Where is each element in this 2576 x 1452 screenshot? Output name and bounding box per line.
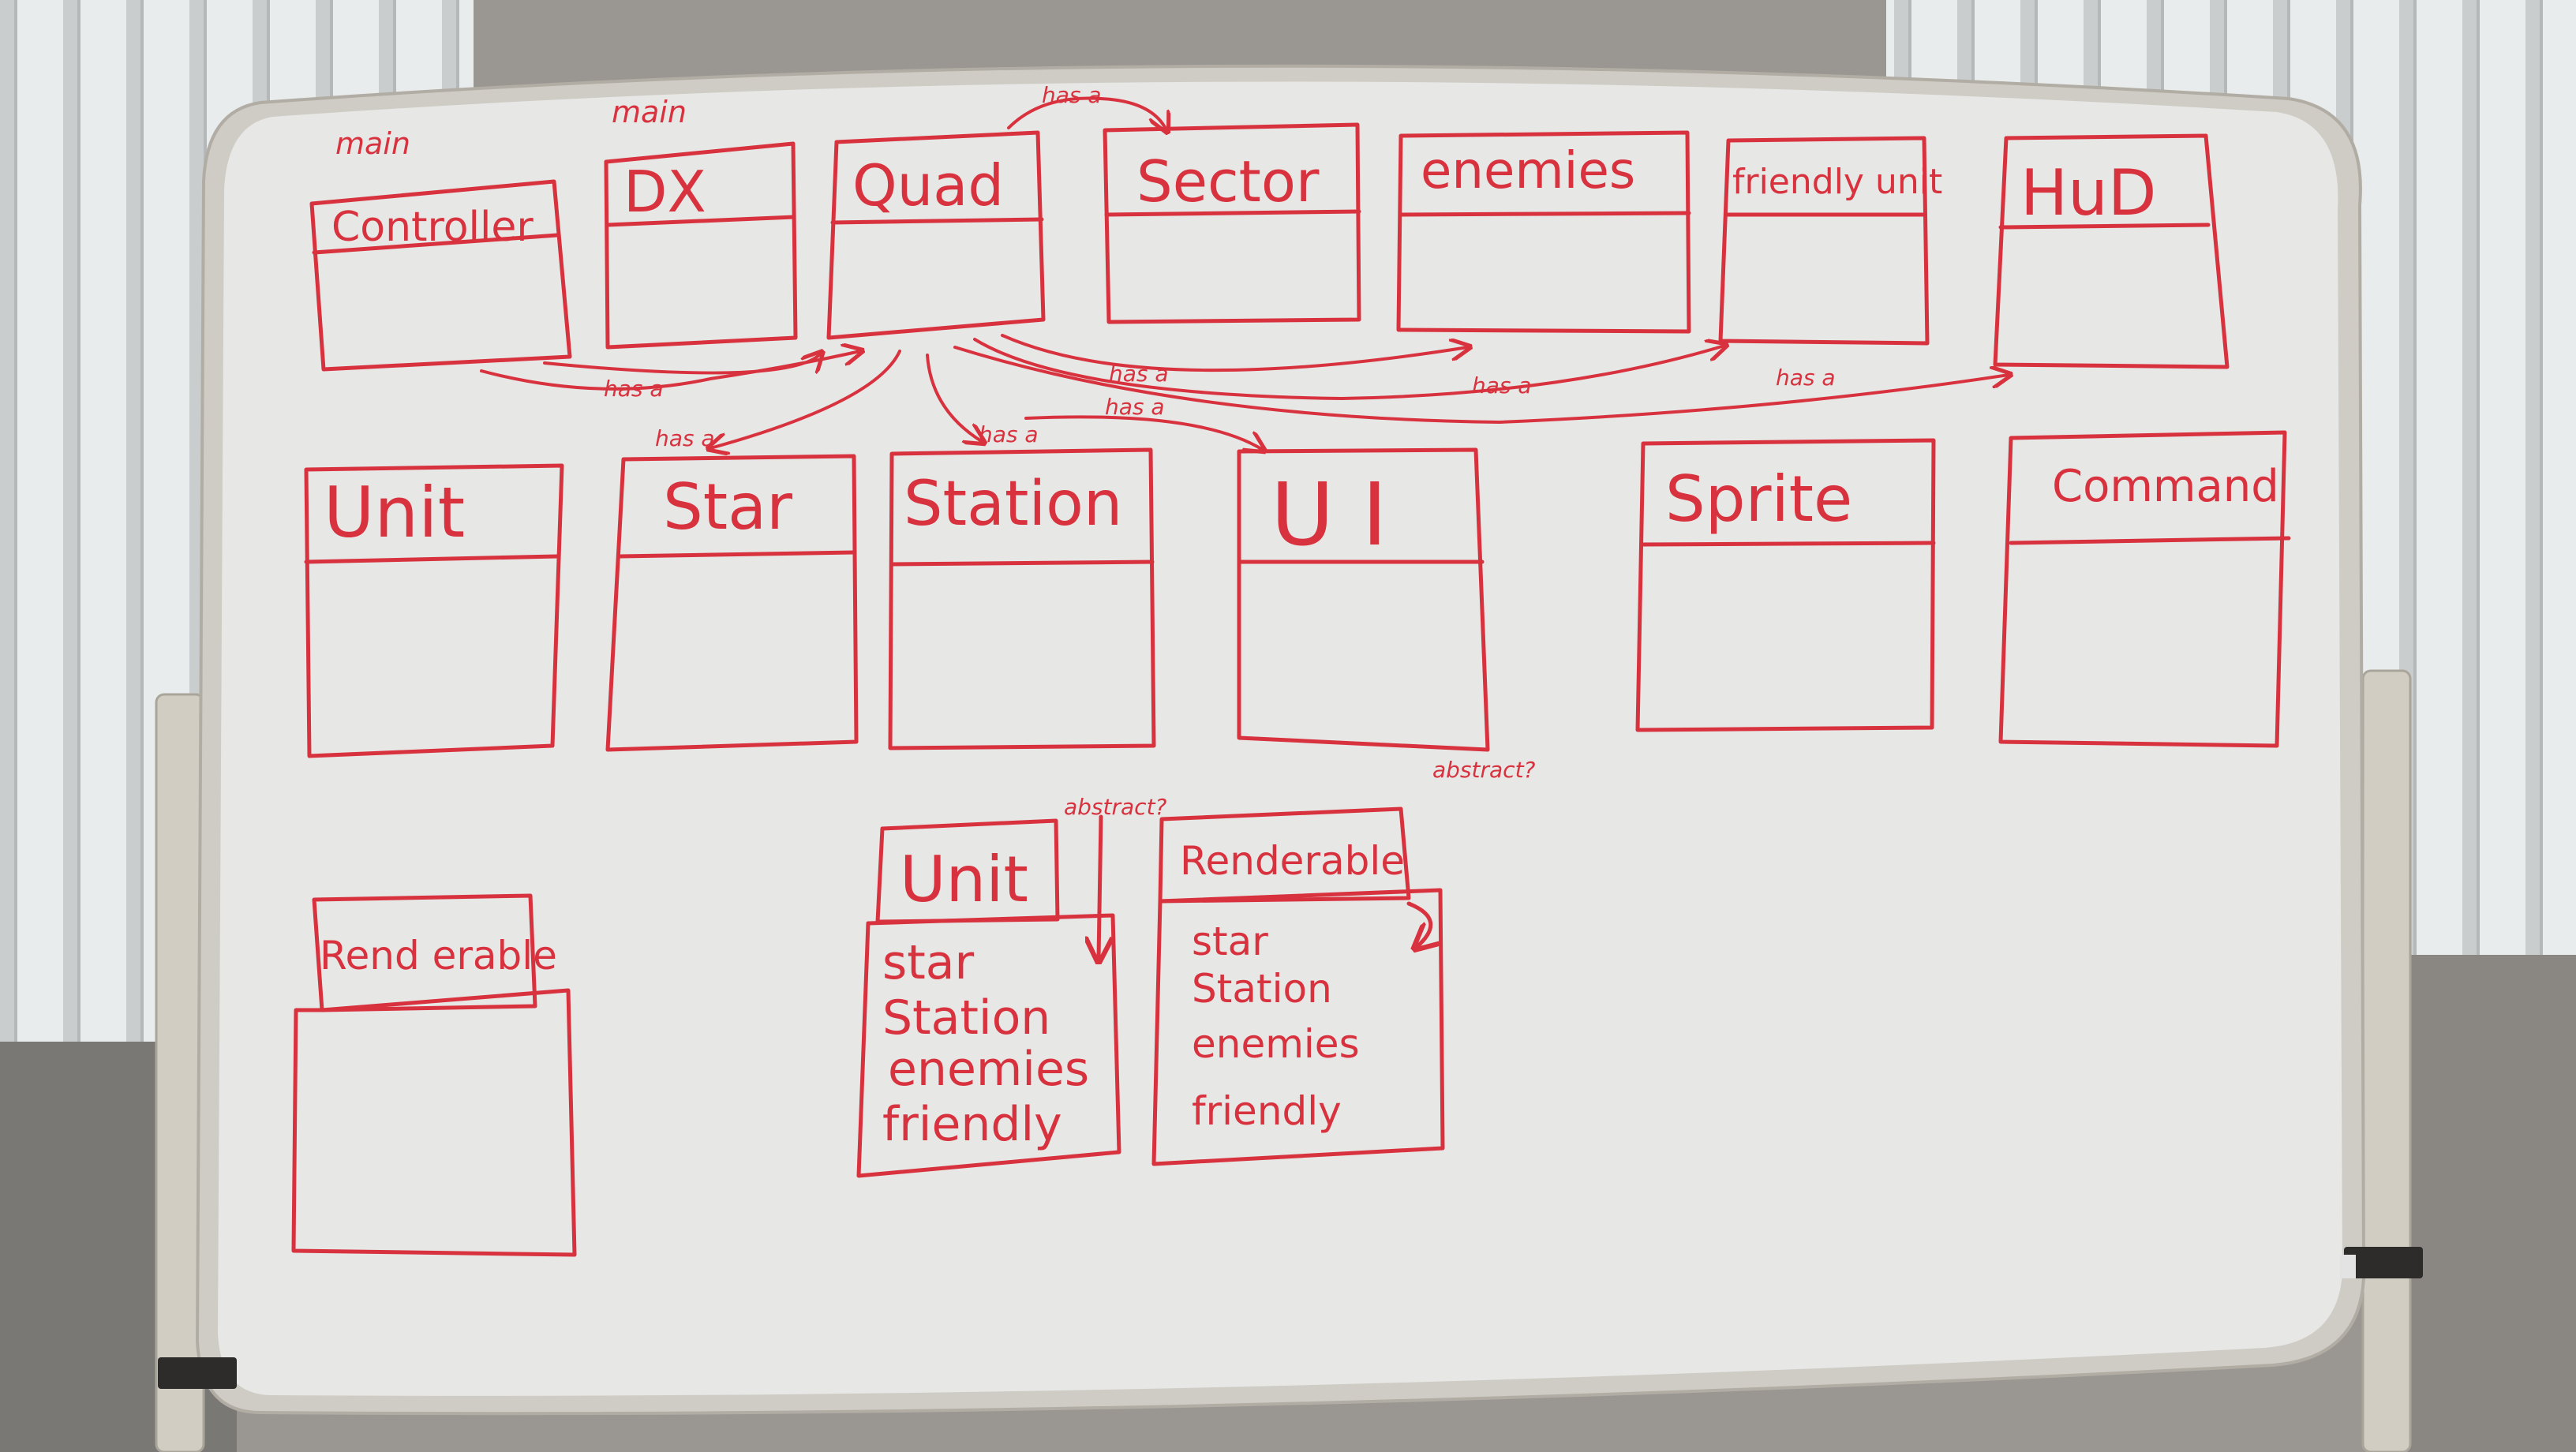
arrow-quad-friendly [973,338,1724,400]
label-has-a-8: has a [1105,394,1165,420]
renderable-subclass-item: enemies [1192,1021,1360,1067]
class-box-sprite: Sprite [1635,438,1936,732]
relation-arrows [480,96,2009,450]
arrow-unit-abstract [1099,814,1101,959]
renderable-subclass-item: Station [1192,966,1332,1012]
class-box-unit: Unit [304,463,564,758]
note-abstract-renderable: abstract? [1432,757,1536,783]
class-box-ui: U I [1237,447,1490,752]
unit-subclass-item: star [882,935,975,990]
arrow-renderable-abstract [1406,901,1431,947]
class-title-command: Command [2052,461,2279,512]
label-has-a-6: has a [655,425,715,451]
class-title-hud: HuD [2020,156,2156,230]
class-title-controller: Controller [331,204,534,251]
renderable-subclass-item: star [1192,919,1268,964]
class-box-controller: Controller main [309,126,572,372]
class-box-renderable-abstract: Renderable abstract? star Station enemie… [1151,757,1536,1166]
class-title-unit-abstract: Unit [900,843,1028,916]
label-has-a-5: has a [1776,365,1836,391]
class-box-enemies: enemies [1396,130,1691,334]
class-box-star: Star [605,454,859,752]
label-has-a-7: has a [979,421,1039,447]
frame-clips [158,1247,2423,1389]
class-box-hud: HuD [1993,133,2230,369]
arrow-controller-quad-2 [543,354,821,375]
class-title-station: Station [904,469,1122,540]
class-title-dx: DX [623,159,706,225]
class-title-friendly-unit: friendly unit [1732,162,1942,202]
arrow-quad-sector [1007,96,1166,130]
class-box-sector: Sector [1103,122,1361,324]
class-title-enemies: enemies [1421,142,1635,200]
class-box-quad: Quad [826,130,1046,340]
class-title-star: Star [663,470,792,544]
class-box-unit-abstract: Unit abstract? star Station enemies frie… [856,794,1167,1178]
class-box-station: Station [888,447,1156,750]
class-title-unit: Unit [324,472,465,553]
class-box-renderable-left: Rend erable [291,893,577,1257]
label-has-a-4: has a [1472,372,1532,399]
unit-subclass-item: friendly [882,1097,1062,1152]
unit-subclass-item: enemies [888,1042,1089,1097]
arrow-quad-ui [1024,415,1263,450]
class-title-renderable-abstract: Renderable [1180,838,1405,884]
label-has-a-2: has a [604,376,664,402]
unit-subclass-item: Station [882,990,1050,1046]
arrow-quad-star [710,350,901,448]
label-has-a-1: has a [1042,82,1102,108]
arrow-quad-hud [953,346,2009,424]
class-title-sprite: Sprite [1665,462,1852,536]
class-title-sector: Sector [1136,148,1320,215]
class-box-dx: DX main [604,95,798,350]
arrow-quad-station [926,354,983,442]
tag-main-controller: main [335,126,410,161]
class-title-ui: U I [1271,464,1387,565]
class-box-friendly-unit: friendly unit [1718,136,1942,346]
arrow-quad-enemies [1001,334,1468,372]
class-title-renderable-left: Rend erable [320,933,557,979]
note-abstract-unit: abstract? [1064,794,1167,820]
renderable-subclass-item: friendly [1192,1088,1342,1134]
class-title-quad: Quad [852,152,1004,219]
tag-main-dx: main [612,95,687,129]
label-has-a-3: has a [1109,361,1169,387]
class-box-command: Command [1998,430,2291,748]
